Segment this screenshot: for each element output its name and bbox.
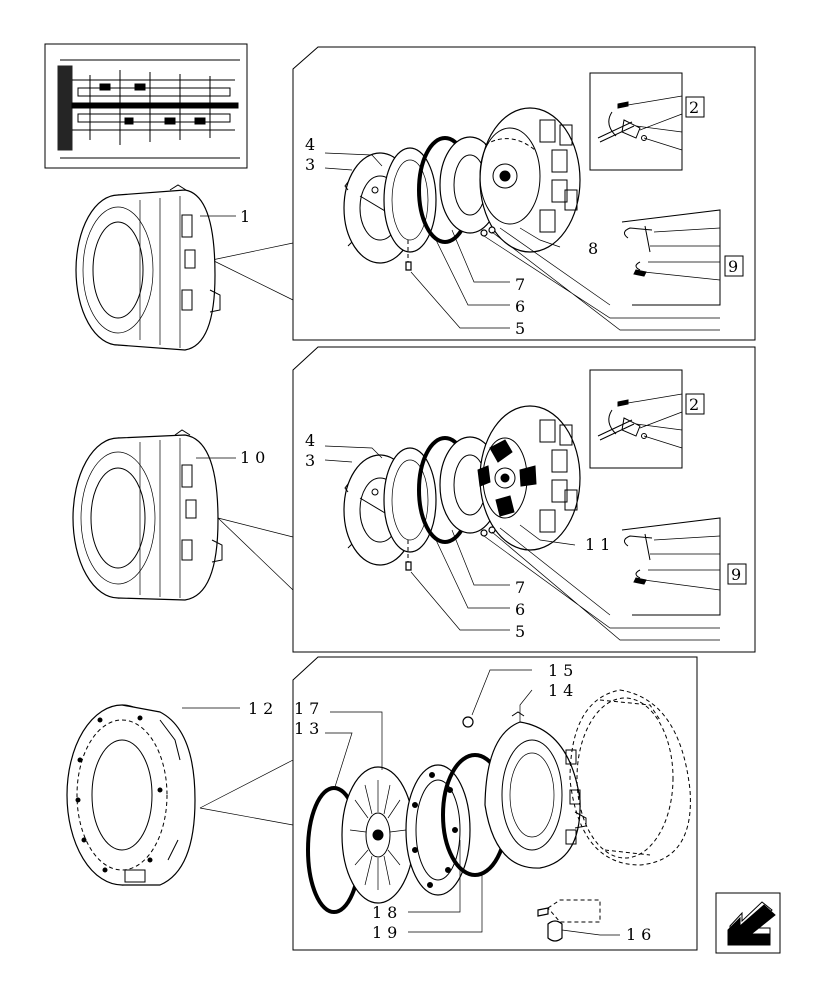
label-part-2-top: 2 (689, 98, 704, 117)
label-part-15: 15 (548, 661, 578, 680)
transmission-overview-icon[interactable] (44, 43, 248, 169)
label-part-7-top: 7 (515, 275, 530, 294)
friction-disc-top (383, 147, 437, 253)
flywheel-housing-dashed (569, 689, 691, 866)
panel-frame-3 (292, 656, 698, 951)
release-lever-assembly-top (589, 72, 683, 171)
label-part-2-mid: 2 (689, 395, 704, 414)
label-part-4-mid: 4 (305, 431, 320, 450)
panel-frame-1 (292, 46, 756, 341)
label-part-9-mid: 9 (731, 565, 746, 584)
label-part-7-mid: 7 (515, 578, 530, 597)
pin-assembly-mid (621, 517, 721, 616)
clutch-housing-1 (75, 184, 221, 351)
panel-frame-2 (292, 346, 756, 653)
label-part-3-mid: 3 (305, 451, 320, 470)
release-lever-assembly-mid (589, 369, 683, 469)
previous-page-arrow-icon[interactable] (715, 892, 781, 954)
label-part-17: 17 (294, 699, 324, 718)
label-part-6-top: 6 (515, 297, 530, 316)
clutch-housing-10 (72, 429, 223, 601)
label-part-4-top: 4 (305, 135, 320, 154)
clutch-disc-8 (479, 107, 581, 253)
pressure-cover-14 (462, 711, 587, 869)
label-part-8: 8 (588, 239, 603, 258)
label-part-18: 18 (372, 903, 402, 922)
diaphragm-spring-17 (341, 766, 415, 904)
label-part-5-mid: 5 (515, 622, 530, 641)
label-part-10: 10 (240, 448, 270, 467)
label-part-11: 11 (585, 535, 615, 554)
friction-disc-mid (383, 447, 437, 553)
label-part-9-top: 9 (728, 257, 743, 276)
label-part-1: 1 (240, 207, 255, 226)
pin-assembly-top (621, 209, 721, 306)
label-part-13: 13 (294, 719, 324, 738)
bolt-16 (537, 899, 601, 942)
clutch-disc-11 (477, 405, 581, 551)
label-part-19: 19 (372, 923, 402, 942)
shim-ring-18 (405, 764, 471, 896)
label-part-5-top: 5 (515, 319, 530, 338)
label-part-6-mid: 6 (515, 600, 530, 619)
label-part-14: 14 (548, 681, 578, 700)
flywheel-12 (66, 704, 196, 886)
label-part-3-top: 3 (305, 155, 320, 174)
label-part-12: 12 (248, 699, 278, 718)
label-part-16: 16 (626, 925, 656, 944)
